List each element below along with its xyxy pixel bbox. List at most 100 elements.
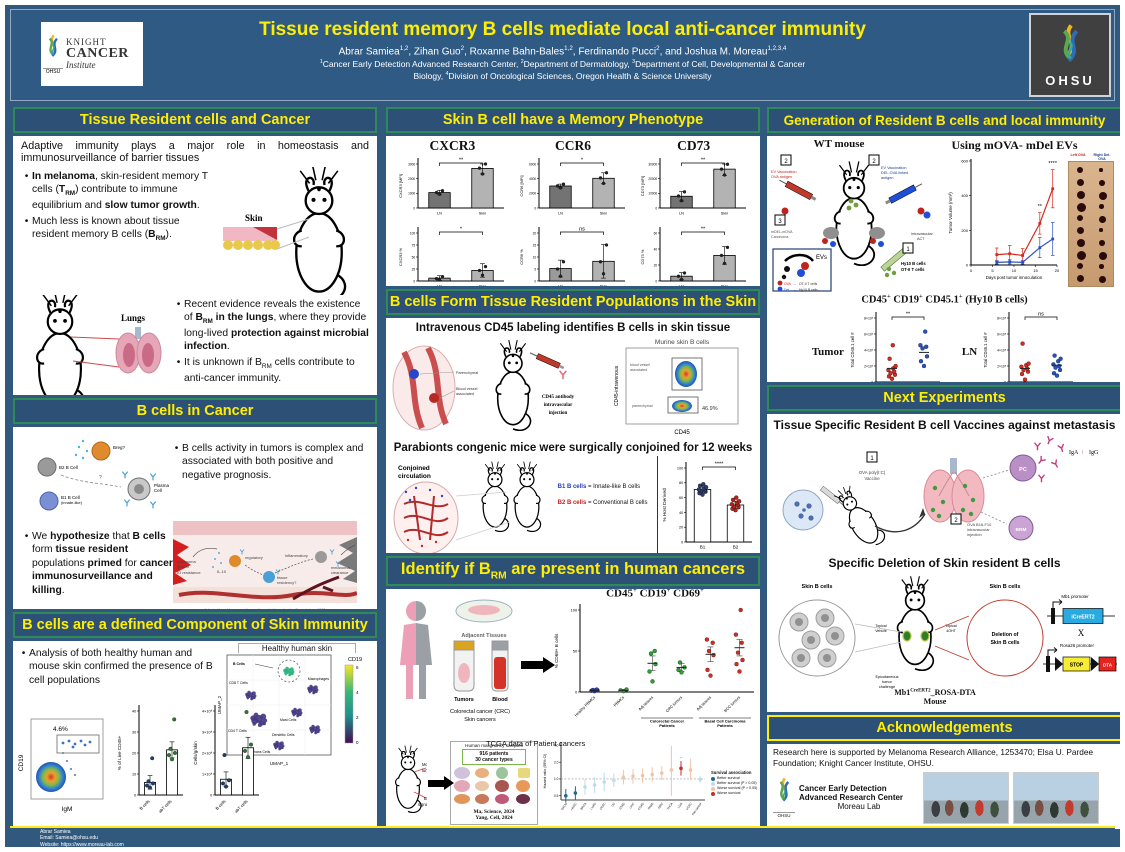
column-middle: Skin B cell have a Memory Phenotype CXCR… [386, 107, 760, 832]
svg-text:→: → [793, 282, 796, 286]
svg-text:CD8 T Cells: CD8 T Cells [229, 681, 248, 685]
section-header-next-experiments: Next Experiments [767, 385, 1120, 411]
svg-text:LN: LN [558, 212, 563, 216]
svg-text:DEL-OVA linked: DEL-OVA linked [881, 171, 908, 175]
svg-text:PBMCs: PBMCs [612, 694, 625, 707]
panel-skin-immunity: •Analysis of both healthy human and mous… [13, 641, 377, 829]
svg-text:ns: ns [1038, 311, 1044, 317]
svg-text:60: 60 [679, 496, 683, 500]
svg-text:Topical: Topical [945, 624, 956, 628]
knight-ohsu-label: OHSU [43, 67, 63, 75]
svg-text:Tumors: Tumors [454, 697, 474, 703]
svg-text:KIRC: KIRC [657, 801, 664, 809]
svg-text:Murine skin B cells: Murine skin B cells [655, 339, 710, 346]
svg-text:75: 75 [412, 243, 416, 247]
ohsu-logo: OHSU [1029, 13, 1111, 97]
cedar-flame-icon: OHSU [773, 777, 795, 818]
svg-text:6: 6 [356, 665, 359, 670]
svg-text:CD73 [MFI]: CD73 [MFI] [640, 176, 645, 196]
svg-text:→: → [793, 288, 796, 292]
bcell-types-diagram: Breg? B2 B Cell B1 B Cell (innate-like) … [37, 439, 170, 511]
svg-text:0: 0 [575, 689, 578, 694]
svg-text:5: 5 [991, 268, 994, 273]
svg-text:4×10⁸: 4×10⁸ [202, 709, 213, 713]
svg-text:% CD69+ B cells: % CD69+ B cells [554, 633, 559, 668]
tcga-title: TCGA data of Patient cancers [486, 739, 586, 748]
svg-text:10: 10 [1012, 268, 1017, 273]
svg-text:Conjoined: Conjoined [398, 465, 430, 472]
svg-text:2: 2 [784, 159, 788, 165]
panel-generation: WT mouse Using mOVA- mDel EVs 2 EV Vacci… [767, 136, 1120, 382]
svg-text:2: 2 [872, 159, 876, 165]
svg-text:UCEC: UCEC [685, 801, 693, 810]
svg-text:25: 25 [412, 267, 416, 271]
svg-text:0: 0 [210, 793, 212, 797]
svg-text:30000: 30000 [648, 162, 657, 166]
svg-text:Skin B cells: Skin B cells [990, 584, 1021, 590]
svg-text:600: 600 [961, 159, 968, 164]
parabiosis-figure: Conjoined circulation [393, 461, 542, 553]
svg-text:40: 40 [132, 709, 136, 713]
svg-text:4×10⁵: 4×10⁵ [864, 348, 874, 352]
svg-text:0: 0 [1004, 380, 1006, 382]
section-header-skin-immunity: B cells are a defined Component of Skin … [13, 612, 377, 638]
svg-text:OVA poly(I:C): OVA poly(I:C) [858, 470, 885, 475]
svg-text:Hy10 B cells: Hy10 B cells [901, 261, 926, 266]
svg-text:3×10⁸: 3×10⁸ [202, 730, 213, 734]
affiliations: 1Cancer Early Detection Advanced Researc… [319, 59, 806, 81]
svg-text:LUAD: LUAD [589, 801, 597, 810]
svg-text:Carcinoma: Carcinoma [771, 235, 788, 239]
svg-text:STAD: STAD [618, 801, 626, 809]
svg-text:Langerhans Cells: Langerhans Cells [243, 750, 270, 754]
svg-text:0: 0 [966, 263, 969, 268]
figure-caption: Adapted from Moreau and Lowe, Journal of… [173, 608, 357, 609]
svg-text:↑: ↑ [1081, 449, 1084, 456]
svg-text:0.5: 0.5 [554, 793, 559, 797]
forest-legend-title: Survival association [710, 769, 752, 775]
svg-text:*: * [581, 158, 584, 164]
svg-text:Del: Del [784, 288, 789, 292]
section-header-generation: Generation of Resident B cells and local… [767, 107, 1120, 133]
svg-text:Adjacent Tissues: Adjacent Tissues [461, 633, 506, 639]
svg-text:abT cells: abT cells [157, 799, 172, 814]
svg-text:OVA: OVA [784, 282, 792, 286]
tumor-photo-strip [1068, 161, 1114, 287]
svg-text:ns: ns [579, 227, 585, 233]
svg-text:2: 2 [954, 518, 958, 524]
legend-row: Better survival [710, 776, 758, 781]
section-header-tissue-resident: Tissue Resident cells and Cancer [13, 107, 377, 133]
svg-text:1: 1 [870, 456, 874, 462]
svg-text:IgA: IgA [1069, 450, 1079, 456]
svg-text:200: 200 [961, 228, 968, 233]
svg-text:Cell: Cell [154, 488, 162, 493]
svg-text:**: ** [459, 158, 464, 164]
svg-text:Plasma: Plasma [154, 483, 170, 488]
svg-text:intravascular: intravascular [544, 403, 573, 408]
arrow-icon [427, 776, 454, 790]
panel-tissue-resident-skin: Intravenous CD45 labeling identifies B c… [386, 318, 760, 553]
svg-text:40: 40 [679, 511, 683, 515]
svg-text:CESC: CESC [599, 801, 607, 810]
svg-text:tumor: tumor [882, 680, 892, 684]
svg-text:1000: 1000 [408, 192, 415, 196]
svg-text:Cells/g/skin: Cells/g/skin [193, 741, 198, 765]
svg-text:IL-10: IL-10 [217, 569, 227, 574]
svg-text:?: ? [99, 475, 102, 481]
ohsu-label: OHSU [1045, 72, 1095, 88]
knight-line2: CANCER [66, 46, 129, 61]
cd19-igm-flow-plot: 4.6% CD19 IgM [18, 718, 104, 813]
svg-text:ACT: ACT [917, 237, 925, 241]
svg-text:CD4 T Cells: CD4 T Cells [228, 729, 247, 733]
svg-text:LIHC: LIHC [628, 801, 635, 809]
cd451-title: CD45+ CD19+ CD45.1+ (Hy10 B cells) [861, 293, 1028, 306]
